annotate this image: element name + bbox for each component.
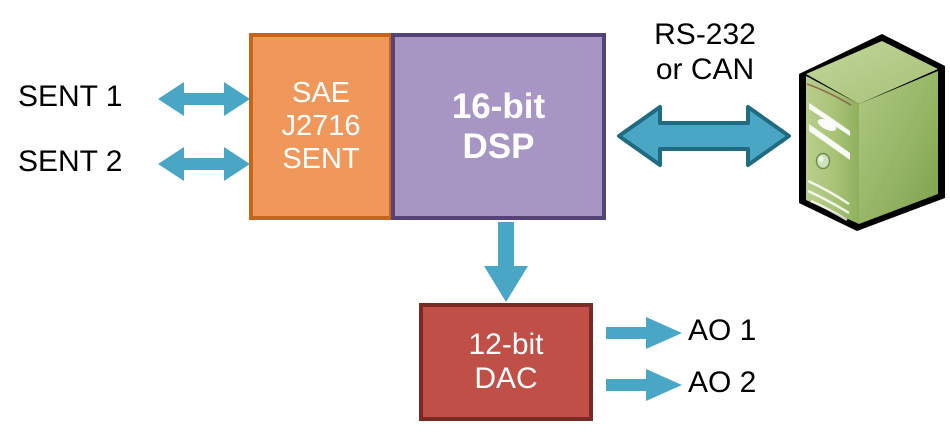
label-ao-2: AO 2	[688, 366, 757, 399]
block-sent-line-2: J2716	[281, 109, 361, 142]
double-arrow-icon-serial-bus	[616, 103, 792, 169]
label-serial-bus-line-1: RS-232	[654, 18, 756, 51]
label-serial-bus-line-2: or CAN	[655, 52, 755, 86]
arrow-down-icon-dsp-to-dac	[483, 222, 529, 304]
label-sent-1: SENT 1	[18, 80, 123, 113]
block-sent-line-1: SAE	[291, 76, 351, 109]
block-dsp[interactable]: 16-bit DSP	[391, 33, 606, 220]
arrow-right-icon-ao-2	[606, 368, 682, 402]
block-dsp-line-1: 16-bit	[451, 86, 546, 126]
block-sent-interface[interactable]: SAE J2716 SENT	[249, 33, 393, 220]
label-ao-1: AO 1	[688, 314, 757, 347]
label-sent-2: SENT 2	[18, 145, 123, 178]
computer-tower-icon	[793, 28, 950, 238]
block-dac-line-1: 12-bit	[468, 327, 544, 361]
double-arrow-icon-sent-1	[158, 80, 250, 118]
double-arrow-icon-sent-2	[158, 145, 250, 183]
block-sent-line-3: SENT	[282, 143, 360, 176]
block-dac-line-2: DAC	[474, 362, 538, 395]
block-dsp-line-2: DSP	[462, 126, 535, 166]
label-serial-bus: RS-232 or CAN	[625, 18, 785, 87]
block-dac[interactable]: 12-bit DAC	[419, 303, 593, 421]
arrow-right-icon-ao-1	[606, 316, 682, 350]
